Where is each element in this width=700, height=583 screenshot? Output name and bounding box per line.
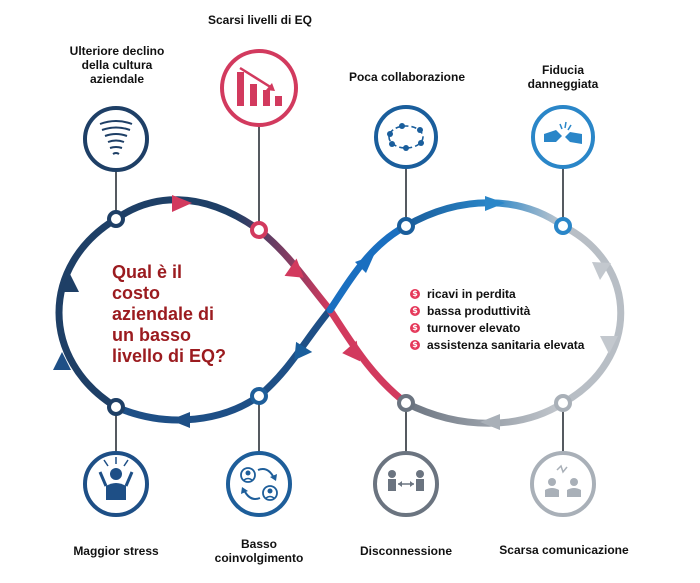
icon-circle-collab <box>374 105 438 169</box>
arrow-blue-top-right <box>485 196 505 211</box>
tornado-icon <box>99 120 133 155</box>
arrow-gray-bottom <box>480 414 500 430</box>
loop-right-outer-arc <box>559 222 625 407</box>
disconnected-people-icon <box>388 470 424 491</box>
icon-circle-trust <box>531 105 595 169</box>
loop-arrows <box>53 195 618 430</box>
arrow-navy-left <box>61 274 79 292</box>
label-culture-decline: Ulteriore declino della cultura aziendal… <box>69 44 165 86</box>
dollar-coin-icon: $ <box>410 339 420 350</box>
label-poor-collaboration: Poca collaborazione <box>348 70 466 84</box>
icon-circle-engagement <box>226 451 292 517</box>
cost-item: $ ricavi in perdita <box>410 285 640 302</box>
label-low-engagement: Basso coinvolgimento <box>214 537 304 565</box>
arrow-blue-cross <box>355 255 374 273</box>
loop-left-outer-arc <box>55 215 120 411</box>
dollar-coin-icon: $ <box>410 322 420 333</box>
cost-list: $ ricavi in perdita $ bassa produttività… <box>410 285 640 353</box>
icon-circle-culture <box>83 106 149 172</box>
label-poor-communication: Scarsa comunicazione <box>499 543 629 557</box>
arguing-people-icon <box>545 464 581 497</box>
broken-handshake-icon <box>544 121 582 144</box>
cost-item: $ turnover elevato <box>410 319 640 336</box>
label-disconnection: Disconnessione <box>359 544 453 558</box>
arrow-red-mid <box>284 258 304 278</box>
arrow-navy-left-low <box>53 352 71 370</box>
dollar-coin-icon: $ <box>410 288 420 299</box>
arrow-gray-right <box>592 262 611 280</box>
people-exchange-icon <box>240 467 278 501</box>
label-damaged-trust: Fiducia danneggiata <box>527 63 599 91</box>
dollar-coin-icon: $ <box>410 305 420 316</box>
loop-nodes <box>107 210 572 416</box>
cost-item: $ assistenza sanitaria elevata <box>410 336 640 353</box>
collaboration-cycle-icon <box>387 123 424 151</box>
label-low-eq: Scarsi livelli di EQ <box>207 13 313 27</box>
arrow-red-cross <box>342 340 361 362</box>
arrow-gray-right-low <box>600 336 618 354</box>
loop-right-top-arc <box>402 199 567 230</box>
stressed-person-icon <box>98 457 134 500</box>
label-more-stress: Maggior stress <box>73 544 159 558</box>
declining-bar-chart-icon <box>237 66 282 106</box>
icon-circle-communication <box>530 451 596 517</box>
cost-item: $ bassa produttività <box>410 302 640 319</box>
central-question: Qual è il costo aziendale di un basso li… <box>112 262 227 366</box>
loop-cross-red <box>326 306 410 407</box>
icon-circle-eq <box>220 49 298 127</box>
icon-circles <box>83 49 596 517</box>
arrow-red-top <box>172 195 192 212</box>
arrow-blue-mid <box>294 341 313 361</box>
arrow-blue-bottom <box>170 412 190 428</box>
